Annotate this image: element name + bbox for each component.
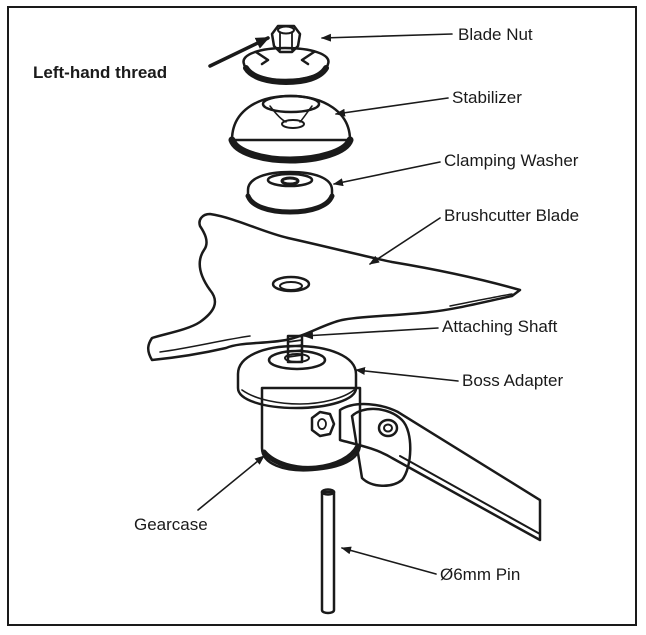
- label-boss-adapter: Boss Adapter: [462, 371, 563, 390]
- label-gearcase: Gearcase: [134, 515, 208, 534]
- clamping-washer-part: [245, 170, 335, 215]
- pin-part: [320, 488, 336, 615]
- label-brushcutter-blade: Brushcutter Blade: [444, 206, 579, 225]
- brushcutter-blade-part: [147, 212, 522, 362]
- stabilizer-arrow: [335, 97, 449, 117]
- gearcase-tube-part: [338, 402, 542, 542]
- label-clamping-washer: Clamping Washer: [444, 151, 579, 170]
- brushcutter-blade-arrow: [369, 217, 441, 265]
- blade-nut-part: [242, 24, 330, 85]
- gearcase-body-part: [236, 344, 362, 472]
- boss-adapter-arrow: [355, 366, 459, 382]
- pin-arrow: [341, 546, 437, 575]
- blade-nut-arrow: [321, 33, 453, 42]
- gearcase-arrow: [197, 455, 265, 511]
- label-pin: Ø6mm Pin: [440, 565, 520, 584]
- leader-lines: [197, 33, 459, 575]
- stabilizer-part: [228, 94, 354, 164]
- label-left-hand-thread: Left-hand thread: [33, 63, 167, 82]
- label-attaching-shaft: Attaching Shaft: [442, 317, 558, 336]
- left-hand-thread-arrow: [208, 36, 270, 68]
- label-blade-nut: Blade Nut: [458, 25, 533, 44]
- clamping-washer-arrow: [333, 161, 441, 187]
- label-stabilizer: Stabilizer: [452, 88, 522, 107]
- attaching-shaft-arrow: [303, 327, 439, 340]
